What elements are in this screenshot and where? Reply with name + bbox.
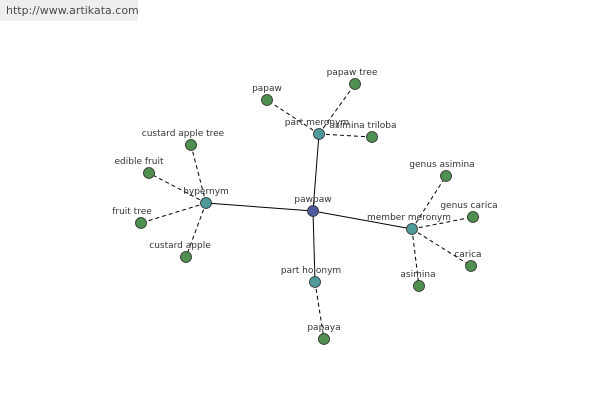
node-papaw-tree[interactable]: papaw tree [327, 68, 378, 90]
node-custard-apple-tree[interactable]: custard apple tree [142, 129, 225, 151]
edge-member-meronym-to-genus-carica [411, 216, 474, 230]
node-papaw[interactable]: papaw [252, 84, 282, 106]
node-label-part-meronym: part meronym [285, 118, 349, 128]
node-marker-hypernym[interactable] [200, 197, 212, 209]
node-label-papaw: papaw [252, 84, 282, 94]
node-label-member-meronym: member meronym [367, 213, 451, 223]
node-label-carica: carica [454, 250, 481, 260]
node-marker-genus-carica[interactable] [467, 211, 479, 223]
node-label-part-holonym: part holonym [281, 266, 341, 276]
edge-pawpaw-to-member-meronym [312, 210, 413, 230]
node-marker-edible-fruit[interactable] [143, 167, 155, 179]
edge-hypernym-to-custard-apple-tree [190, 144, 207, 204]
edge-pawpaw-to-part-holonym [312, 210, 316, 283]
node-marker-papaw-tree[interactable] [349, 78, 361, 90]
node-label-papaw-tree: papaw tree [327, 68, 378, 78]
node-genus-carica[interactable]: genus carica [440, 201, 498, 223]
node-marker-custard-apple[interactable] [180, 251, 192, 263]
edge-part-meronym-to-asimina-triloba [318, 133, 373, 138]
node-label-pawpaw: pawpaw [294, 195, 331, 205]
node-carica[interactable]: carica [454, 250, 482, 272]
node-member-meronym[interactable]: member meronym [367, 213, 451, 235]
node-label-edible-fruit: edible fruit [115, 157, 164, 167]
node-label-papaya: papaya [307, 323, 340, 333]
node-label-asimina-triloba: asimina triloba [329, 121, 396, 131]
edge-member-meronym-to-asimina [411, 228, 420, 287]
node-marker-papaya[interactable] [318, 333, 330, 345]
node-marker-member-meronym[interactable] [406, 223, 418, 235]
node-label-asimina: asimina [400, 270, 435, 280]
edge-part-meronym-to-papaw [266, 99, 320, 135]
node-marker-part-holonym[interactable] [309, 276, 321, 288]
node-asimina[interactable]: asimina [400, 270, 436, 292]
node-marker-asimina-triloba[interactable] [366, 131, 378, 143]
node-label-fruit-tree: fruit tree [112, 207, 152, 217]
node-label-genus-carica: genus carica [440, 201, 497, 211]
graph-edges [140, 83, 474, 340]
node-part-holonym[interactable]: part holonym [281, 266, 341, 288]
node-marker-fruit-tree[interactable] [135, 217, 147, 229]
node-genus-asimina[interactable]: genus asimina [409, 160, 475, 182]
node-marker-pawpaw[interactable] [307, 205, 319, 217]
edge-member-meronym-to-carica [411, 228, 472, 267]
node-marker-asimina[interactable] [413, 280, 425, 292]
node-papaya[interactable]: papaya [307, 323, 341, 345]
edge-hypernym-to-custard-apple [185, 202, 207, 258]
node-asimina-triloba[interactable]: asimina triloba [329, 121, 397, 143]
node-pawpaw[interactable]: pawpaw [294, 195, 332, 217]
node-marker-custard-apple-tree[interactable] [185, 139, 197, 151]
node-hypernym[interactable]: hypernym [183, 187, 229, 209]
edge-pawpaw-to-part-meronym [312, 133, 320, 212]
node-custard-apple[interactable]: custard apple [149, 241, 211, 263]
node-marker-carica[interactable] [465, 260, 477, 272]
graph-nodes: pawpaw hypernym part meronym member meronym… [112, 68, 498, 345]
edge-pawpaw-to-hypernym [205, 202, 314, 212]
node-label-custard-apple: custard apple [149, 241, 211, 251]
node-edible-fruit[interactable]: edible fruit [115, 157, 164, 179]
edge-part-meronym-to-papaw-tree [318, 83, 356, 135]
node-marker-part-meronym[interactable] [313, 128, 325, 140]
node-label-hypernym: hypernym [183, 187, 229, 197]
source-url-banner[interactable]: http://www.artikata.com [0, 0, 139, 21]
node-label-genus-asimina: genus asimina [409, 160, 474, 170]
edge-part-holonym-to-papaya [314, 281, 325, 340]
node-marker-genus-asimina[interactable] [440, 170, 452, 182]
edge-hypernym-to-edible-fruit [148, 172, 207, 204]
node-label-custard-apple-tree: custard apple tree [142, 129, 225, 139]
node-part-meronym[interactable]: part meronym [285, 118, 349, 140]
edge-member-meronym-to-genus-asimina [411, 175, 447, 230]
node-marker-papaw[interactable] [261, 94, 273, 106]
edge-hypernym-to-fruit-tree [140, 202, 207, 224]
node-fruit-tree[interactable]: fruit tree [112, 207, 152, 229]
